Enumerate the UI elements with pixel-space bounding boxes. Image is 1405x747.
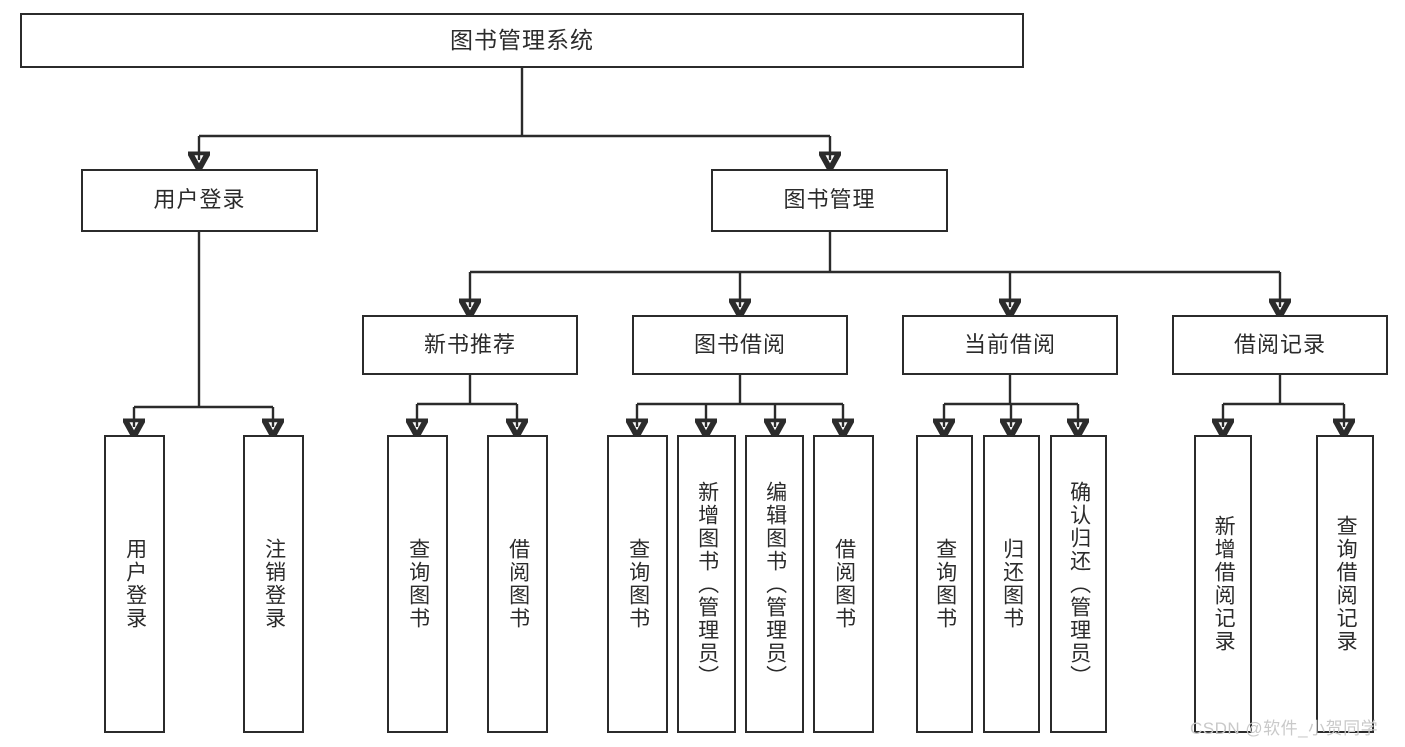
leaf-add-book-admin[interactable]: 新增图书（管理员） bbox=[677, 435, 736, 733]
leaf-user-login[interactable]: 用户登录 bbox=[104, 435, 165, 733]
node-label: 新书推荐 bbox=[423, 331, 516, 357]
leaf-return-book[interactable]: 归还图书 bbox=[983, 435, 1040, 733]
node-label: 借阅图书 bbox=[832, 538, 856, 630]
node-label: 注销登录 bbox=[262, 538, 286, 630]
leaf-borrow-book-borrow[interactable]: 借阅图书 bbox=[813, 435, 874, 733]
node-book-borrow[interactable]: 图书借阅 bbox=[632, 315, 848, 375]
node-borrow-record[interactable]: 借阅记录 bbox=[1172, 315, 1388, 375]
leaf-add-borrow-record[interactable]: 新增借阅记录 bbox=[1194, 435, 1252, 733]
node-user-login[interactable]: 用户登录 bbox=[81, 169, 318, 232]
leaf-confirm-return-admin[interactable]: 确认归还（管理员） bbox=[1050, 435, 1107, 733]
node-new-book-recommend[interactable]: 新书推荐 bbox=[362, 315, 578, 375]
node-book-management-system[interactable]: 图书管理系统 bbox=[20, 13, 1024, 68]
node-label: 归还图书 bbox=[1000, 538, 1024, 630]
node-label: 图书管理 bbox=[783, 187, 876, 213]
leaf-query-book-new-rec[interactable]: 查询图书 bbox=[387, 435, 448, 733]
node-label: 图书借阅 bbox=[693, 331, 786, 357]
leaf-query-borrow-record[interactable]: 查询借阅记录 bbox=[1316, 435, 1374, 733]
node-label: 新增图书（管理员） bbox=[695, 480, 719, 688]
node-book-management[interactable]: 图书管理 bbox=[711, 169, 948, 232]
node-label: 确认归还（管理员） bbox=[1067, 480, 1091, 688]
leaf-query-book-current[interactable]: 查询图书 bbox=[916, 435, 973, 733]
leaf-logout-login[interactable]: 注销登录 bbox=[243, 435, 304, 733]
node-label: 图书管理系统 bbox=[450, 26, 594, 53]
node-label: 查询借阅记录 bbox=[1334, 515, 1358, 653]
node-label: 借阅图书 bbox=[506, 538, 530, 630]
leaf-borrow-book-new-rec[interactable]: 借阅图书 bbox=[487, 435, 548, 733]
node-label: 查询图书 bbox=[406, 538, 430, 630]
leaf-query-book-borrow[interactable]: 查询图书 bbox=[607, 435, 668, 733]
node-label: 编辑图书（管理员） bbox=[763, 480, 787, 688]
node-label: 新增借阅记录 bbox=[1212, 515, 1236, 653]
node-label: 用户登录 bbox=[153, 187, 246, 213]
node-current-borrow[interactable]: 当前借阅 bbox=[902, 315, 1118, 375]
node-label: 查询图书 bbox=[626, 538, 650, 630]
node-label: 当前借阅 bbox=[963, 331, 1056, 357]
watermark-text: CSDN @软件_小贺同学 bbox=[1190, 719, 1379, 738]
node-label: 用户登录 bbox=[123, 538, 147, 630]
leaf-edit-book-admin[interactable]: 编辑图书（管理员） bbox=[745, 435, 804, 733]
node-label: 查询图书 bbox=[933, 538, 957, 630]
node-label: 借阅记录 bbox=[1233, 331, 1326, 357]
